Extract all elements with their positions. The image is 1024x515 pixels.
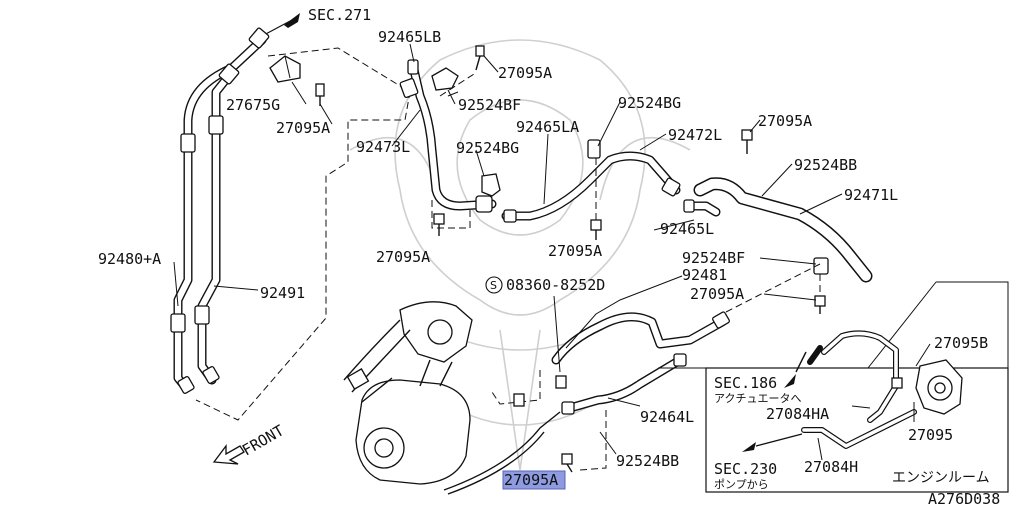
label-92465LB: 92465LB [378, 28, 441, 46]
label-27095A-highlight[interactable]: 27095A [504, 471, 558, 489]
label-s-mark: S [490, 279, 497, 292]
label-27095A-mid2: 27095A [548, 242, 602, 260]
label-27084H: 27084H [804, 458, 858, 476]
sec271-arrow [261, 13, 300, 37]
label-27095B: 27095B [934, 334, 988, 352]
label-92464L: 92464L [640, 408, 694, 426]
fitting-top-1 [248, 27, 270, 49]
label-diagram-id: A276D038 [928, 490, 1000, 508]
dashed-link-mid [431, 73, 475, 229]
label-92524BG-top: 92524BG [618, 94, 681, 112]
pipe-92465LA [501, 151, 681, 223]
label-92473L: 92473L [356, 138, 410, 156]
label-92471L: 92471L [844, 186, 898, 204]
compressor-assembly [343, 301, 473, 485]
clip-92524BG-top [587, 139, 601, 159]
label-92524BF-mid: 92524BF [682, 249, 745, 267]
bracket-92524BG-mid [481, 173, 501, 197]
bracket-27675G [269, 55, 301, 83]
label-08360: 08360-8252D [506, 276, 605, 294]
label-92465L: 92465L [660, 220, 714, 238]
label-27095A-top: 27095A [498, 64, 552, 82]
label-sec186-jp: アクチュエータへ [714, 392, 801, 405]
label-92524BF-top: 92524BF [458, 96, 521, 114]
label-92480A: 92480+A [98, 250, 161, 268]
label-92491: 92491 [260, 284, 305, 302]
pipe-92491 [194, 67, 237, 385]
fitting-top-2 [218, 63, 240, 85]
label-92465LA: 92465LA [516, 118, 579, 136]
label-92481: 92481 [682, 266, 727, 284]
label-sec186: SEC.186 [714, 374, 777, 392]
fitting-lower [513, 393, 525, 407]
label-sec230: SEC.230 [714, 460, 777, 478]
bolt-27095A-right [814, 295, 826, 314]
label-92524BG-mid: 92524BG [456, 139, 519, 157]
bolt-27095A-left [315, 83, 325, 106]
bolt-08360 [555, 375, 567, 389]
label-27084HA: 27084HA [766, 405, 829, 423]
label-engine-room: エンジンルーム [892, 470, 990, 486]
label-27095A-left: 27095A [276, 119, 330, 137]
label-92472L: 92472L [668, 126, 722, 144]
s-mark-circle [485, 276, 503, 294]
clip-92465LB [407, 59, 419, 75]
hose-lower [443, 411, 561, 495]
highlight-box[interactable] [502, 470, 566, 490]
pipe-92464L [561, 353, 687, 415]
leader-lines [173, 43, 931, 461]
bolt-27095A-highlight [561, 453, 573, 473]
label-27095A-tr: 27095A [758, 112, 812, 130]
label-sec230-jp: ポンプから [714, 478, 769, 491]
label-front: FRONT [239, 421, 287, 459]
callout-labels: SEC.271 92465LB 27095A 27675G 92524BF 27… [98, 6, 1000, 508]
bolt-27095A-top [475, 45, 485, 71]
label-27675G: 27675G [226, 96, 280, 114]
label-27095A-mid1: 27095A [376, 248, 430, 266]
dashed-outline-left [195, 47, 411, 421]
label-sec271: SEC.271 [308, 6, 371, 24]
label-92524BB-bot: 92524BB [616, 452, 679, 470]
pipe-92473L [399, 65, 497, 213]
label-92524BB-top: 92524BB [794, 156, 857, 174]
bolt-27095A-mid1 [433, 213, 445, 236]
bolt-27095A-tr [741, 129, 753, 154]
bracket-92524BF-top [431, 67, 459, 91]
label-27095-inset: 27095 [908, 426, 953, 444]
bolt-27095A-mid2 [590, 219, 602, 240]
front-arrow [212, 444, 245, 465]
clip-92524BF-mid [813, 257, 829, 275]
label-27095A-right: 27095A [690, 285, 744, 303]
pipe-92481 [551, 311, 730, 365]
inset-box [658, 281, 1009, 493]
